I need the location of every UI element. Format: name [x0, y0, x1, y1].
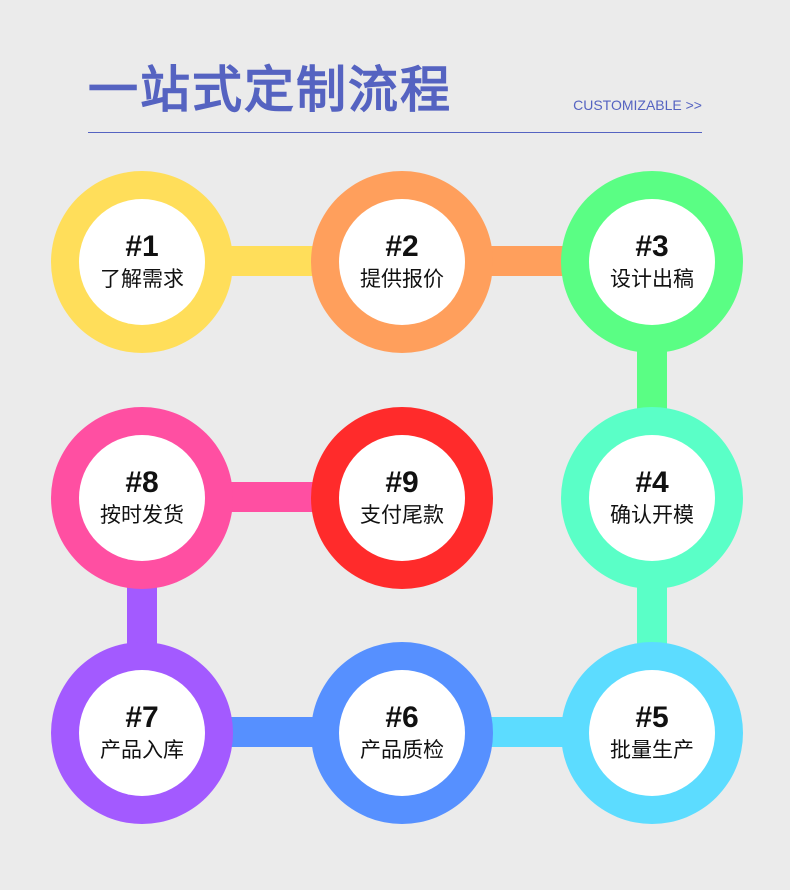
page-title: 一站式定制流程: [88, 61, 452, 119]
step-7-number: #7: [125, 701, 159, 734]
step-6-label: 产品质检: [360, 738, 444, 762]
step-7-face: #7 产品入库: [79, 670, 205, 796]
step-2-node: #2 提供报价: [311, 171, 493, 353]
step-3-node: #3 设计出稿: [561, 171, 743, 353]
page-subtitle: CUSTOMIZABLE >>: [573, 97, 702, 113]
step-9-face: #9 支付尾款: [339, 435, 465, 561]
step-4-node: #4 确认开模: [561, 407, 743, 589]
step-3-label: 设计出稿: [610, 267, 694, 291]
step-4-label: 确认开模: [610, 503, 694, 527]
step-2-label: 提供报价: [360, 267, 444, 291]
step-9-number: #9: [385, 466, 419, 499]
step-9-node: #9 支付尾款: [311, 407, 493, 589]
title-divider: [88, 132, 702, 133]
step-4-number: #4: [635, 466, 669, 499]
step-8-label: 按时发货: [100, 503, 184, 527]
step-5-node: #5 批量生产: [561, 642, 743, 824]
step-6-face: #6 产品质检: [339, 670, 465, 796]
step-2-number: #2: [385, 230, 419, 263]
step-7-node: #7 产品入库: [51, 642, 233, 824]
step-2-face: #2 提供报价: [339, 199, 465, 325]
step-1-number: #1: [125, 230, 159, 263]
step-7-label: 产品入库: [100, 738, 184, 762]
step-8-node: #8 按时发货: [51, 407, 233, 589]
step-1-face: #1 了解需求: [79, 199, 205, 325]
step-1-label: 了解需求: [100, 267, 184, 291]
step-4-face: #4 确认开模: [589, 435, 715, 561]
step-5-label: 批量生产: [610, 738, 694, 762]
step-3-face: #3 设计出稿: [589, 199, 715, 325]
step-8-number: #8: [125, 466, 159, 499]
step-1-node: #1 了解需求: [51, 171, 233, 353]
step-9-label: 支付尾款: [360, 503, 444, 527]
step-8-face: #8 按时发货: [79, 435, 205, 561]
step-6-node: #6 产品质检: [311, 642, 493, 824]
step-5-number: #5: [635, 701, 669, 734]
step-3-number: #3: [635, 230, 669, 263]
step-6-number: #6: [385, 701, 419, 734]
step-5-face: #5 批量生产: [589, 670, 715, 796]
